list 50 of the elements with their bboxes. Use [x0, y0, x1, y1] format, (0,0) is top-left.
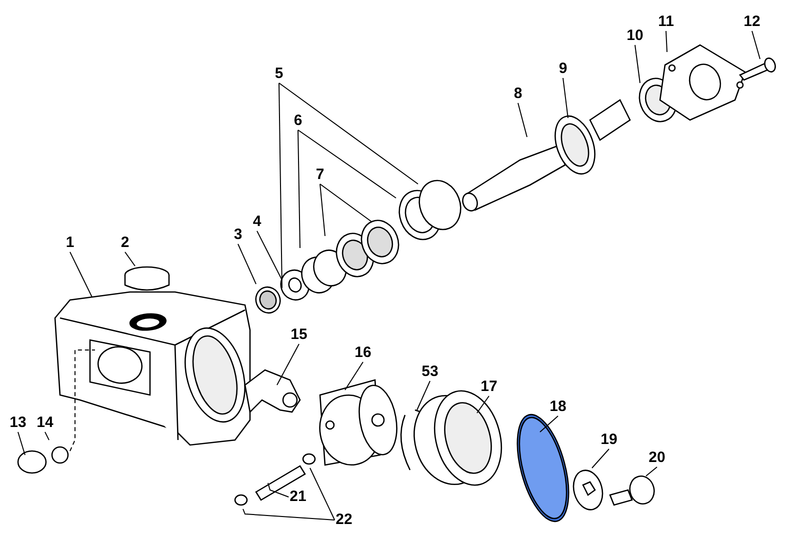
callout-number: 8 — [514, 86, 522, 102]
leader-line — [592, 448, 610, 468]
leader-line — [278, 82, 418, 184]
leader-line — [298, 130, 300, 248]
leader-line — [320, 184, 326, 236]
leader-line — [666, 30, 668, 52]
callout-number: 17 — [480, 379, 498, 395]
leader-line — [268, 482, 290, 498]
leader-line — [518, 102, 528, 138]
leader-line — [562, 78, 568, 118]
leader-line — [124, 252, 136, 266]
callout-number: 10 — [626, 28, 644, 44]
callout-number: 15 — [290, 327, 308, 343]
callout-number: 16 — [354, 345, 372, 361]
callout-number: 1 — [66, 235, 74, 251]
callout-number: 5 — [274, 66, 284, 82]
leader-line — [278, 82, 282, 288]
leader-line — [540, 416, 558, 432]
callout-number: 6 — [294, 113, 302, 129]
callout-number: 20 — [648, 450, 666, 466]
callout-number: 4 — [252, 214, 262, 230]
leader-line — [70, 252, 92, 298]
leader-line — [298, 130, 396, 198]
leader-line — [752, 30, 760, 60]
leader-line — [44, 432, 50, 440]
callout-number: 2 — [120, 235, 130, 251]
callout-number: 14 — [36, 415, 54, 431]
leader-line — [416, 380, 430, 410]
callout-number: 12 — [744, 14, 760, 30]
callout-number: 7 — [316, 167, 324, 183]
leader-line — [242, 508, 336, 520]
callout-number: 9 — [558, 61, 568, 77]
callout-number: 19 — [600, 432, 618, 448]
leader-line — [256, 230, 282, 280]
leader-line — [276, 344, 300, 386]
leader-line — [320, 184, 372, 222]
callout-number: 21 — [290, 489, 306, 505]
callout-number: 53 — [422, 364, 438, 380]
leader-line — [646, 466, 658, 476]
callout-number: 3 — [234, 227, 242, 243]
callout-number: 22 — [336, 512, 352, 528]
leader-line — [476, 396, 490, 414]
callout-number: 13 — [10, 415, 26, 431]
callout-number: 18 — [550, 399, 566, 415]
leader-line — [634, 44, 640, 84]
leader-line — [238, 244, 256, 284]
leader-line — [344, 362, 364, 390]
leader-line — [18, 432, 26, 456]
callout-number: 11 — [658, 14, 674, 30]
leader-line — [310, 468, 336, 520]
